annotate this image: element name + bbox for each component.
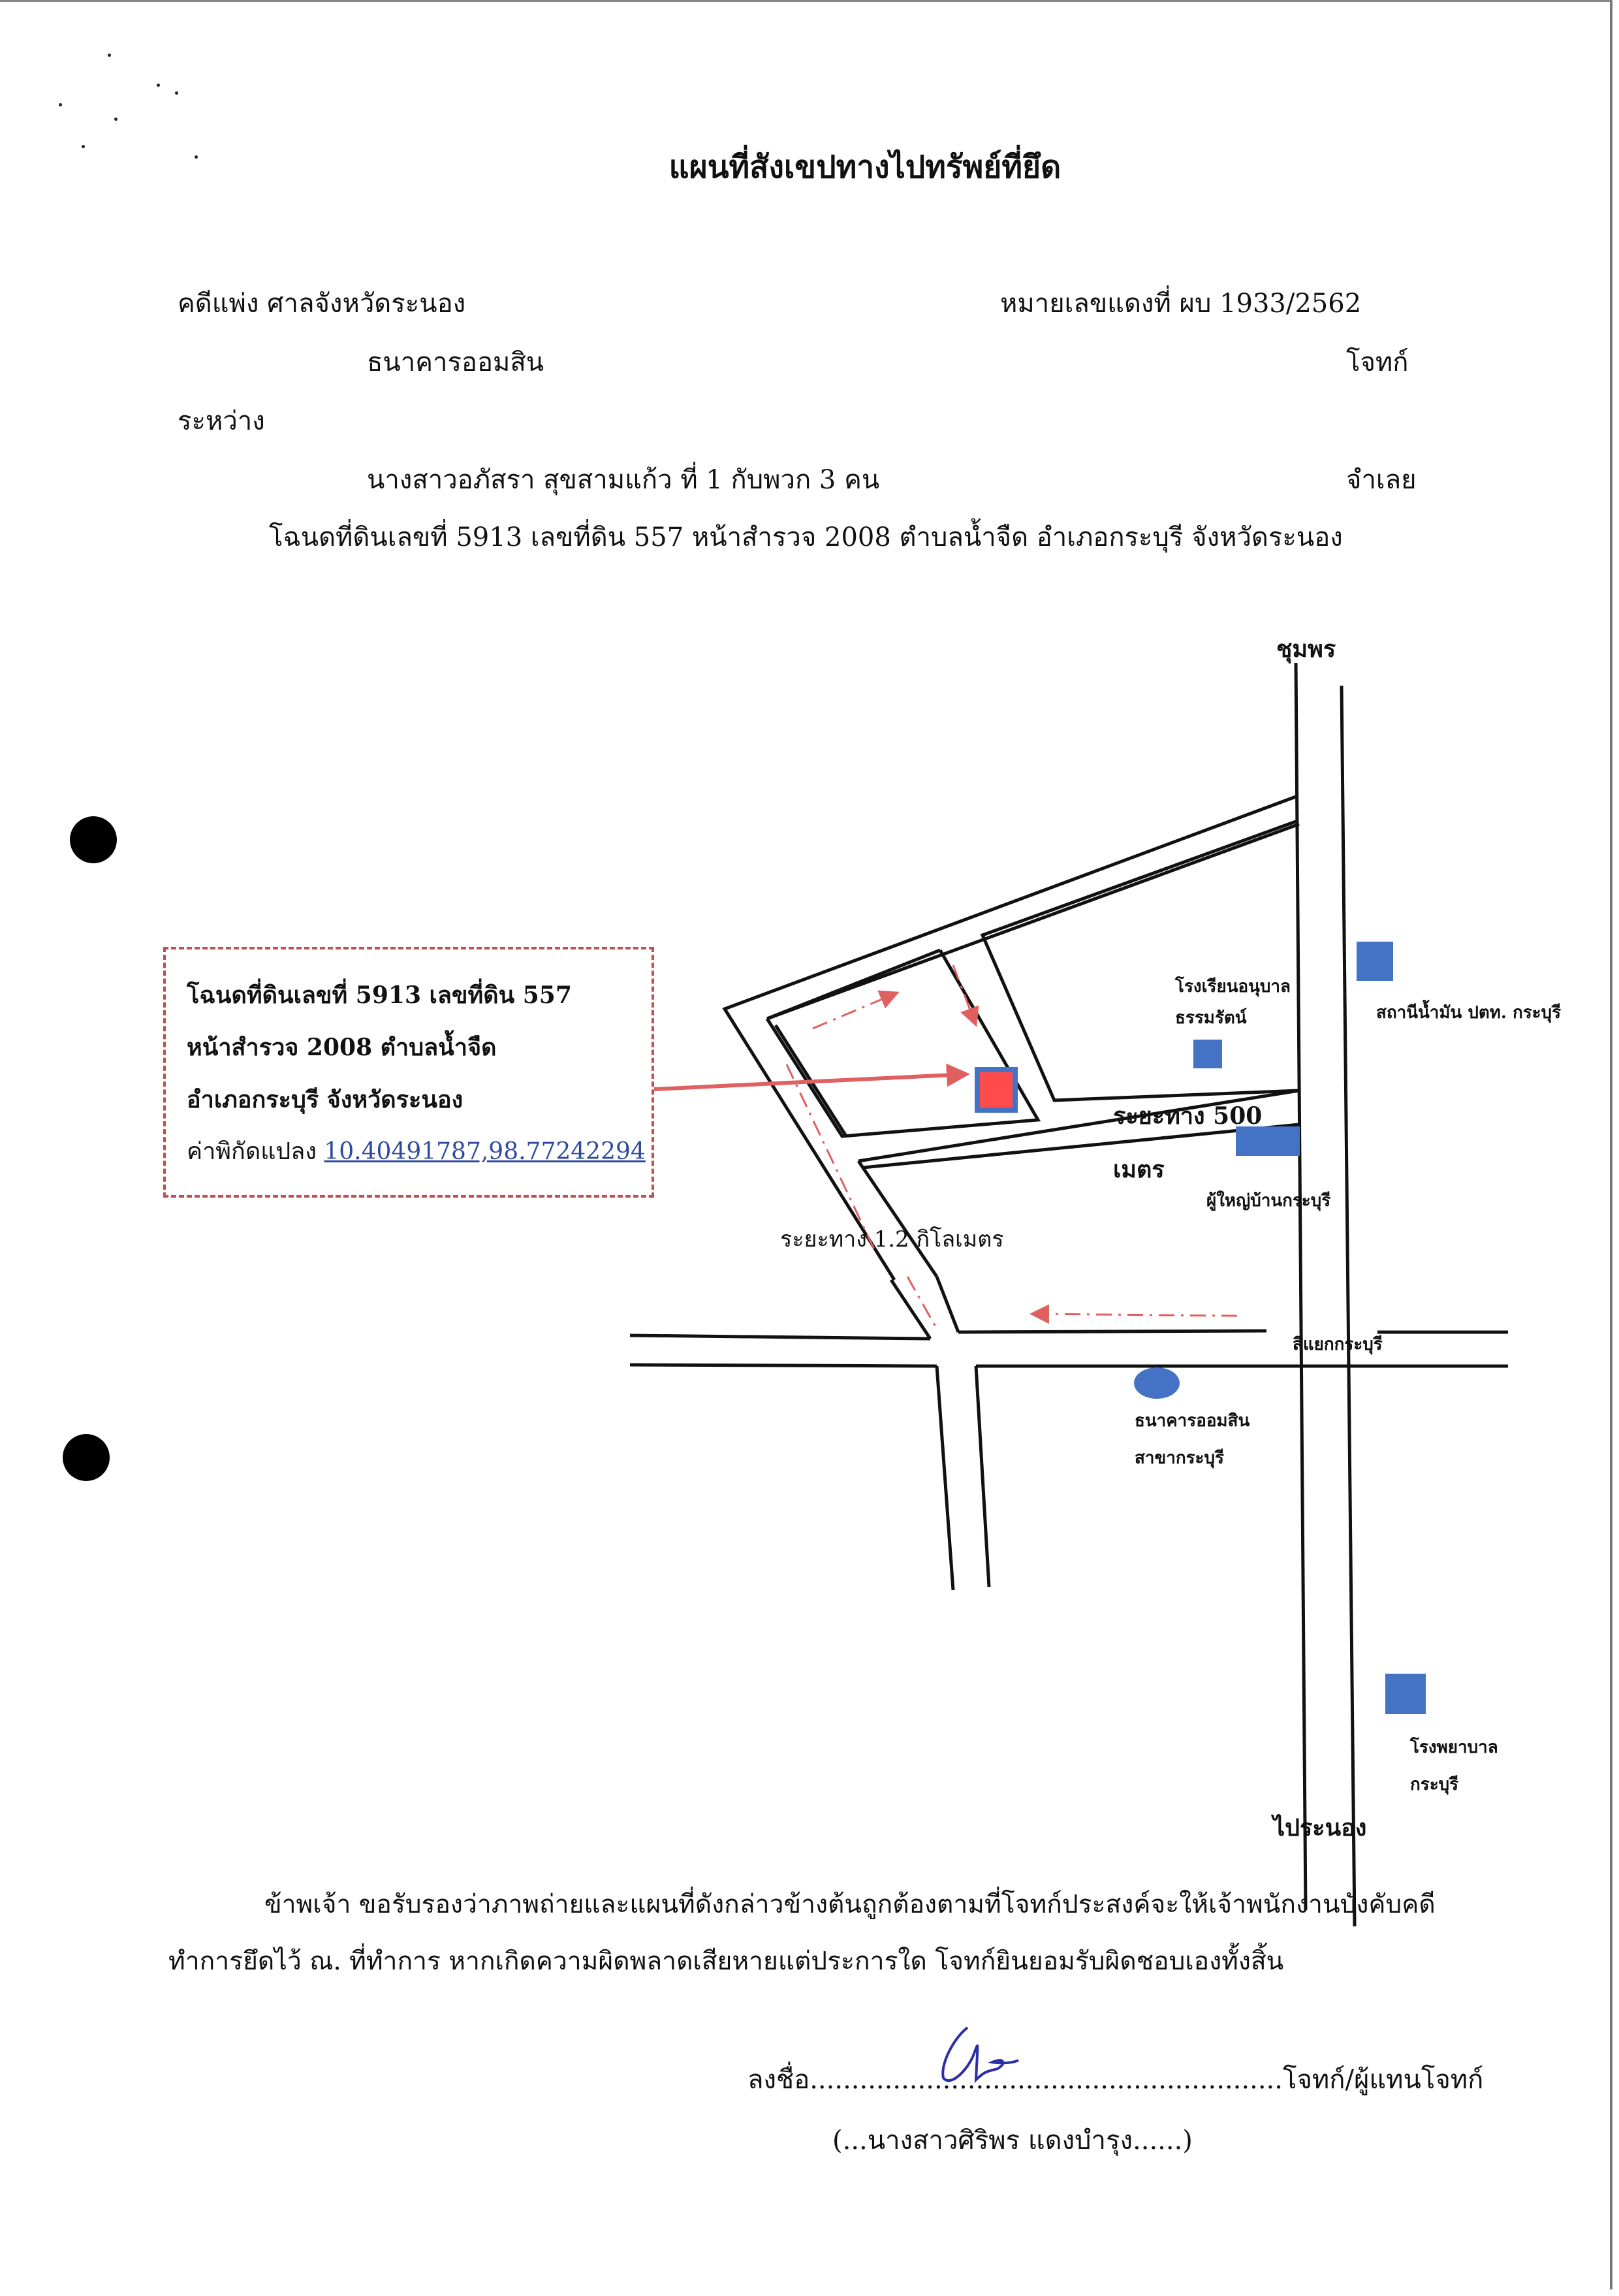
route-dashes	[785, 965, 1238, 1330]
label-village-head: ผู้ใหญ่บ้านกระบุรี	[1206, 1191, 1331, 1211]
label-distance-500-2: เมตร	[1113, 1156, 1165, 1183]
red-case-number: หมายเลขแดงที่ ผบ 1933/2562	[1000, 289, 1362, 319]
bank-marker	[1134, 1367, 1180, 1399]
label-intersection: สี่แยกกระบุรี	[1293, 1335, 1383, 1354]
signature-scribble	[941, 2026, 1019, 2084]
coord-link[interactable]: 10.40491787,98.77242294	[324, 1138, 646, 1165]
school-marker	[1193, 1040, 1222, 1068]
scan-speck	[108, 54, 111, 57]
pointer-arrow	[653, 1063, 970, 1091]
scan-speck	[59, 103, 62, 106]
gas-station-marker	[1357, 942, 1393, 981]
label-north-chumphon: ชุมพร	[1276, 635, 1336, 663]
certification-line2: ทำการยึดไว้ ณ. ที่ทำการ หากเกิดความผิดพล…	[168, 1947, 1284, 1976]
scan-speck	[157, 84, 160, 87]
label-school-1: โรงเรียนอนุบาล	[1175, 977, 1291, 997]
label-hospital-1: โรงพยาบาล	[1410, 1738, 1498, 1757]
case-label: คดีแพ่ง ศาลจังหวัดระนอง	[178, 289, 466, 319]
scan-speck	[195, 155, 198, 159]
defendant-role: จำเลย	[1346, 465, 1417, 495]
scan-speck	[82, 145, 85, 148]
between-label: ระหว่าง	[178, 406, 265, 436]
label-distance-1-2km: ระยะทาง 1.2 กิโลเมตร	[780, 1226, 1004, 1252]
label-distance-500-1: ระยะทาง 500	[1113, 1102, 1263, 1130]
infobox-coordinates: ค่าพิกัดแปลง 10.40491787,98.77242294	[187, 1126, 652, 1178]
deed-line: โฉนดที่ดินเลขที่ 5913 เลขที่ดิน 557 หน้า…	[269, 522, 1343, 552]
infobox-line2: หน้าสำรวจ 2008 ตำบลน้ำจืด	[187, 1034, 497, 1061]
label-gas-station: สถานีน้ำมัน ปตท. กระบุรี	[1376, 1003, 1562, 1023]
document-title: แผนที่สังเขปทางไปทรัพย์ที่ยึด	[668, 149, 1061, 185]
plaintiff-role: โจทก์	[1346, 347, 1409, 377]
signature-line: ลงชื่อ..................................…	[747, 2065, 1484, 2095]
defendant-name: นางสาวอภัสรา สุขสามแก้ว ที่ 1 กับพวก 3 ค…	[367, 465, 880, 495]
label-bank-2: สาขากระบุรี	[1135, 1448, 1224, 1468]
label-school-2: ธรรมรัตน์	[1175, 1008, 1247, 1028]
hospital-marker	[1385, 1674, 1426, 1714]
certification-line1: ข้าพเจ้า ขอรับรองว่าภาพถ่ายและแผนที่ดังก…	[264, 1890, 1436, 1919]
infobox-line3: อำเภอกระบุรี จังหวัดระนอง	[187, 1086, 464, 1113]
infobox-line1: โฉนดที่ดินเลขที่ 5913 เลขที่ดิน 557	[187, 981, 572, 1009]
roads	[629, 662, 1508, 1927]
scan-speck	[175, 91, 178, 95]
scan-speck	[114, 118, 118, 121]
coord-label: ค่าพิกัดแปลง	[187, 1138, 317, 1165]
deed-info-box: โฉนดที่ดินเลขที่ 5913 เลขที่ดิน 557 หน้า…	[163, 947, 654, 1198]
label-bank-1: ธนาคารออมสิน	[1135, 1411, 1250, 1431]
plaintiff-name: ธนาคารออมสิน	[367, 347, 544, 377]
label-hospital-2: กระบุรี	[1410, 1775, 1459, 1794]
village-head-marker	[1236, 1126, 1300, 1156]
punch-hole-top	[70, 816, 117, 863]
signatory-name: (...นางสาวศิริพร แดงบำรุง......)	[832, 2126, 1193, 2156]
punch-hole-bottom	[63, 1434, 110, 1481]
target-plot-marker	[975, 1067, 1018, 1113]
label-south-ranong: ไประนอง	[1273, 1814, 1367, 1842]
